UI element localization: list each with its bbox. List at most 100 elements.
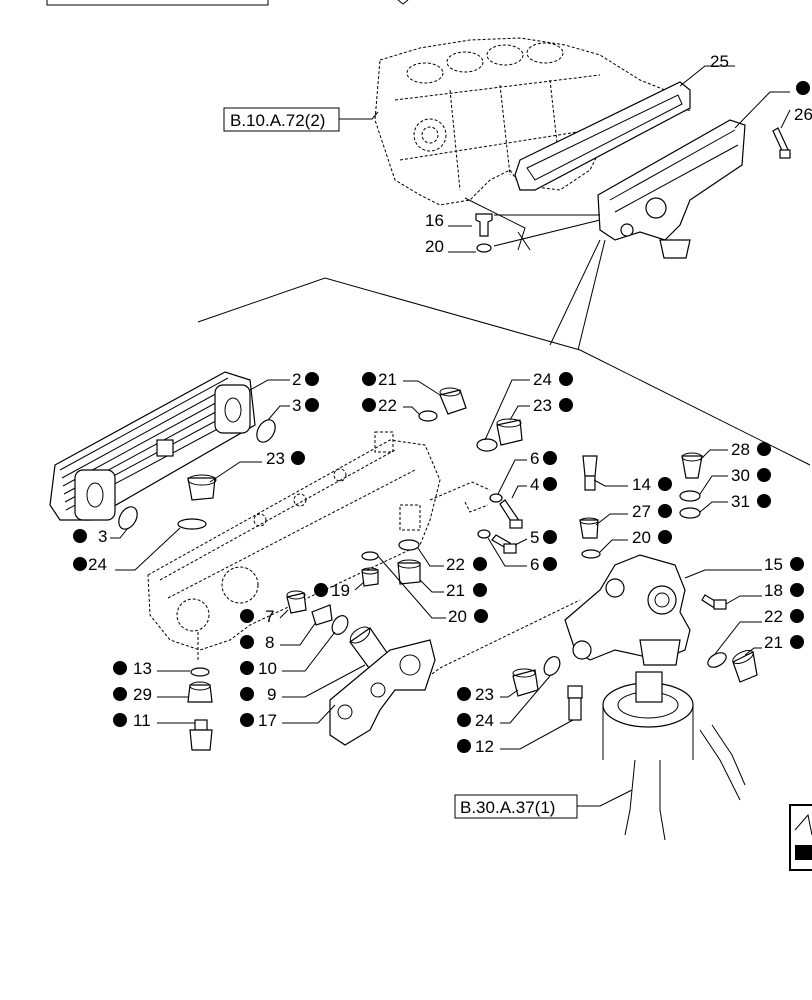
seal-20-c xyxy=(581,549,601,559)
oil-cooler-housing-top xyxy=(597,119,746,259)
bullet-marker xyxy=(757,468,771,482)
bullet-marker xyxy=(559,372,573,386)
bolt-18 xyxy=(701,594,727,610)
callout-20-top: 20 xyxy=(425,237,444,256)
leader-line xyxy=(593,479,628,487)
leader-line xyxy=(699,449,728,461)
bullet-marker xyxy=(658,504,672,518)
plug-16 xyxy=(475,213,493,237)
bullet-marker xyxy=(543,451,557,465)
bullet-marker xyxy=(559,398,573,412)
bullet-marker xyxy=(314,583,328,597)
leader-line xyxy=(197,277,811,466)
leader-line xyxy=(115,527,181,571)
bullet-marker xyxy=(113,661,127,675)
leader-line xyxy=(110,527,129,539)
callout-5: 5 xyxy=(530,528,539,547)
leader-line xyxy=(282,631,336,672)
seal-10 xyxy=(331,615,349,635)
bullet-marker xyxy=(457,687,471,701)
leader-line xyxy=(511,485,527,499)
seal-22-b xyxy=(398,539,420,551)
bullet-marker xyxy=(790,557,804,571)
seal-31 xyxy=(679,507,701,519)
callout-24-c: 24 xyxy=(475,711,494,730)
leader-line xyxy=(493,214,601,247)
leader-line xyxy=(403,406,421,416)
callout-26: 26 xyxy=(794,105,812,124)
leader-line xyxy=(377,555,446,619)
seal-6-b xyxy=(477,529,491,539)
engine-block-reference-text: B.10.A.72(2) xyxy=(230,111,325,130)
bullet-marker xyxy=(474,609,488,623)
bullet-marker xyxy=(543,530,557,544)
bullet-marker xyxy=(113,713,127,727)
bolt-26 xyxy=(772,127,791,159)
seal-3-right xyxy=(256,419,276,443)
leader-line xyxy=(599,539,628,553)
bushing-8 xyxy=(311,604,333,626)
seal-22-a xyxy=(418,410,438,422)
callout-21-b: 21 xyxy=(446,581,465,600)
callout-17: 17 xyxy=(258,711,277,730)
callout-3-left: 3 xyxy=(98,527,107,546)
bullet-marker xyxy=(658,477,672,491)
leader-line xyxy=(267,405,290,421)
plug-21-c xyxy=(732,650,758,683)
plug-19 xyxy=(361,567,379,587)
seal-6-a xyxy=(489,493,503,503)
leader-line xyxy=(419,579,444,593)
callout-21-c: 21 xyxy=(764,633,783,652)
bullet-marker xyxy=(73,557,87,571)
callout-31: 31 xyxy=(731,492,750,511)
callout-18: 18 xyxy=(764,581,783,600)
leader-line xyxy=(209,461,262,483)
leader-line xyxy=(549,239,606,351)
leader-line xyxy=(514,538,528,546)
bullet-marker xyxy=(790,609,804,623)
engine-block-drawing xyxy=(374,37,691,251)
callout-6-a: 6 xyxy=(530,449,539,468)
seal-24-a xyxy=(177,518,207,530)
top-frame-fragment xyxy=(46,0,409,6)
callout-20-b: 20 xyxy=(448,607,467,626)
plug-23-c xyxy=(512,668,539,697)
leader-line xyxy=(282,704,336,724)
leader-line xyxy=(725,595,762,605)
leader-line xyxy=(282,664,366,698)
callout-16: 16 xyxy=(425,211,444,230)
leader-line xyxy=(487,537,527,567)
callout-13: 13 xyxy=(133,659,152,678)
callout-20-c: 20 xyxy=(632,528,651,547)
callout-23-b: 23 xyxy=(533,396,552,415)
callout-23-c: 23 xyxy=(475,685,494,704)
valve-12 xyxy=(567,685,583,721)
bullet-marker xyxy=(113,687,127,701)
bullet-marker xyxy=(757,494,771,508)
bullet-marker xyxy=(658,530,672,544)
sensor-11 xyxy=(189,719,213,751)
callout-2: 2 xyxy=(292,370,301,389)
bullet-marker xyxy=(473,583,487,597)
bullet-marker xyxy=(543,477,557,491)
callout-8: 8 xyxy=(265,633,274,652)
callout-4: 4 xyxy=(530,475,539,494)
callout-6-b: 6 xyxy=(530,555,539,574)
leader-line xyxy=(429,481,491,513)
bullet-marker xyxy=(790,583,804,597)
callout-11: 11 xyxy=(133,711,151,730)
bullet-marker xyxy=(796,81,810,95)
bullet-marker xyxy=(240,687,254,701)
callout-24-b: 24 xyxy=(533,370,552,389)
callout-14: 14 xyxy=(632,475,651,494)
callout-22-c: 22 xyxy=(764,607,783,626)
seal-30 xyxy=(679,490,701,502)
plug-27 xyxy=(579,517,599,539)
bullet-marker xyxy=(362,372,376,386)
seal-24-b xyxy=(476,438,498,452)
seal-22-c xyxy=(707,652,727,668)
leader-line xyxy=(354,581,365,591)
seal-13 xyxy=(190,667,210,677)
leader-line xyxy=(780,109,791,129)
leader-line xyxy=(595,513,628,526)
